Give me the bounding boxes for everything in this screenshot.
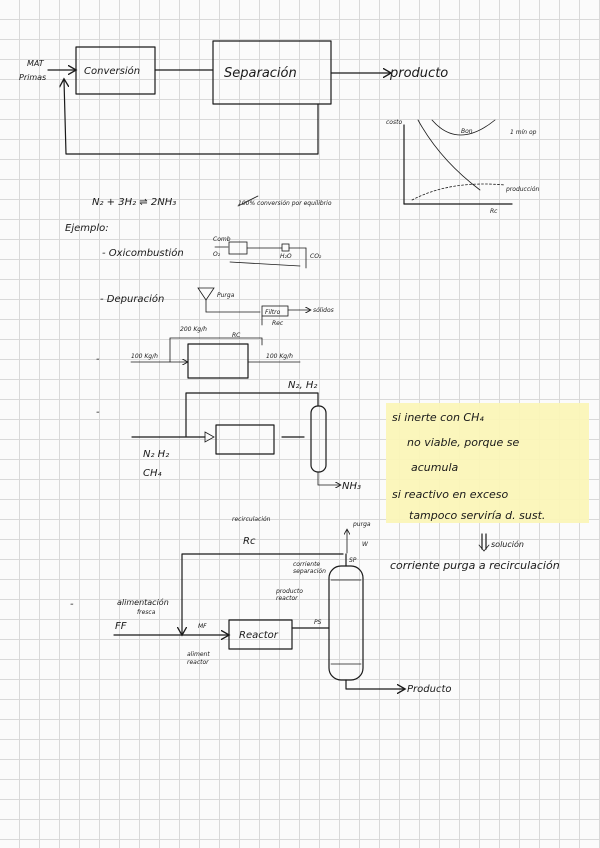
ex4-label-top: N₂, H₂: [288, 380, 317, 391]
ex4-reactor: [215, 424, 275, 455]
sep-label-2: separación: [293, 568, 326, 575]
separator-column: [328, 565, 364, 681]
ex1-label-h2o: H₂O: [280, 253, 292, 260]
ps-label: PS: [314, 619, 322, 626]
ex2-hopper: [197, 287, 215, 301]
note-line-4: si reactivo en exceso: [392, 488, 509, 501]
mix-label-1: aliment: [187, 651, 210, 658]
purge-label: purga: [352, 521, 371, 528]
reactor-block: [228, 619, 293, 650]
conversion-label: Conversión: [84, 65, 140, 77]
curve-total-label: Bon: [461, 128, 473, 135]
curve-optimum-label: 1 mín op: [510, 129, 537, 136]
ex3-label-in: 100 Kg/h: [131, 353, 158, 360]
ex3-block: [187, 343, 249, 379]
curve-total: [431, 119, 496, 136]
bottom-dash: -: [70, 599, 74, 610]
feed-label-1: alimentación: [117, 597, 169, 607]
ex1-small-block: [281, 243, 290, 252]
highlight-box: [386, 403, 589, 523]
ex2-filter-block: [261, 305, 289, 317]
ex4-mixer: [204, 431, 215, 443]
ex4-column: [310, 405, 327, 473]
feed-symbol: FF: [115, 621, 127, 632]
separation-label: Separación: [224, 66, 297, 81]
sp-label: SP: [349, 557, 357, 564]
solution-arrow-head: [478, 544, 490, 552]
highlighted-note: si inerte con CH₄ no viable, porque se a…: [386, 403, 589, 523]
example-depuration: - Depuración Purga Filtro sólidos Rec: [100, 287, 334, 327]
ex1-bottom: [229, 261, 301, 267]
reaction-note: 100% conversión por equilibrio: [238, 200, 332, 207]
purge-symbol: W: [362, 541, 369, 548]
ex1-label-comb: Comb: [213, 236, 231, 243]
note-line-3: acumula: [411, 461, 459, 474]
ex4-label-ch4: CH₄: [143, 468, 162, 479]
sep-label-1: corriente: [293, 561, 320, 568]
ex4-label-nh3: NH₃: [342, 481, 361, 492]
example3-dash: -: [96, 354, 100, 365]
input-label-primas: Primas: [19, 73, 46, 82]
strike-mark: [237, 195, 259, 207]
ex1-label-co2: CO₂: [310, 253, 322, 260]
note-line-5: tampoco serviría d. sust.: [409, 509, 545, 522]
ex2-label-solidos: sólidos: [313, 307, 334, 314]
ex4-out: [317, 471, 340, 485]
example2-title: - Depuración: [100, 293, 164, 305]
example4-dash: -: [96, 407, 100, 418]
mix-label-2: reactor: [187, 659, 209, 666]
prod-reactor-1: producto: [275, 588, 303, 595]
input-label-mat: MAT: [27, 59, 45, 68]
product-label: Producto: [407, 684, 451, 695]
ex3-label-out: 100 Kg/h: [266, 353, 293, 360]
reaction-equation: N₂ + 3H₂ ⇌ 2NH₃: [92, 197, 176, 208]
mf-label: MF: [198, 623, 207, 630]
ex3-label-top: 200 Kg/h: [180, 326, 207, 333]
top-process-diagram: MAT Primas Conversión Separación product…: [19, 40, 448, 155]
ex3-label-rc: RC: [232, 332, 241, 339]
recycle-line: [182, 553, 344, 634]
cost-sketch-chart: costo Bon 1 mín op producción Rc: [386, 119, 539, 215]
recycle-loop: [64, 80, 319, 155]
solution-label: solución: [491, 539, 524, 549]
ex4-label-in: N₂ H₂: [143, 449, 169, 460]
example1-title: - Oxicombustión: [102, 247, 184, 259]
ex2-label-rec: Rec: [272, 320, 284, 327]
chart-x-label: Rc: [490, 208, 498, 215]
note-line-1: si inerte con CH₄: [392, 411, 484, 424]
curve-production-label: producción: [505, 186, 539, 193]
note-line-2: no viable, porque se: [407, 436, 519, 449]
output-label: producto: [389, 66, 448, 81]
product-line: [345, 679, 404, 689]
ex1-label-o2: O₂: [213, 251, 221, 258]
ex2-label-filtro: Filtro: [265, 309, 281, 316]
example-ammonia-loop: - N₂, H₂ N₂ H₂ CH₄ NH₃: [96, 380, 361, 492]
solution-text: corriente purga a recirculación: [390, 559, 560, 572]
recirc-symbol: Rc: [243, 536, 256, 547]
solution-note: solución corriente purga a recirculación: [390, 533, 560, 572]
examples-heading: Ejemplo:: [65, 223, 109, 234]
recirc-label: recirculación: [232, 516, 271, 523]
feed-label-2: fresca: [137, 609, 156, 616]
bottom-process-diagram: recirculación Rc purga W SP corriente se…: [70, 516, 451, 695]
example-oxicombustion: - Oxicombustión Comb O₂ H₂O CO₂: [102, 236, 322, 269]
reactor-label: Reactor: [239, 630, 279, 641]
curve-increasing: [411, 183, 506, 201]
ex2-label-purga: Purga: [217, 292, 235, 299]
ex1-block: [228, 241, 248, 255]
curve-decreasing: [417, 119, 481, 191]
ex4-recycle: [185, 392, 319, 437]
prod-reactor-2: reactor: [276, 595, 298, 602]
example-recycle-balance: - 200 Kg/h RC 100 Kg/h 100 Kg/h: [96, 326, 301, 379]
ex3-recycle: [169, 337, 263, 363]
chart-y-label: costo: [386, 119, 402, 126]
